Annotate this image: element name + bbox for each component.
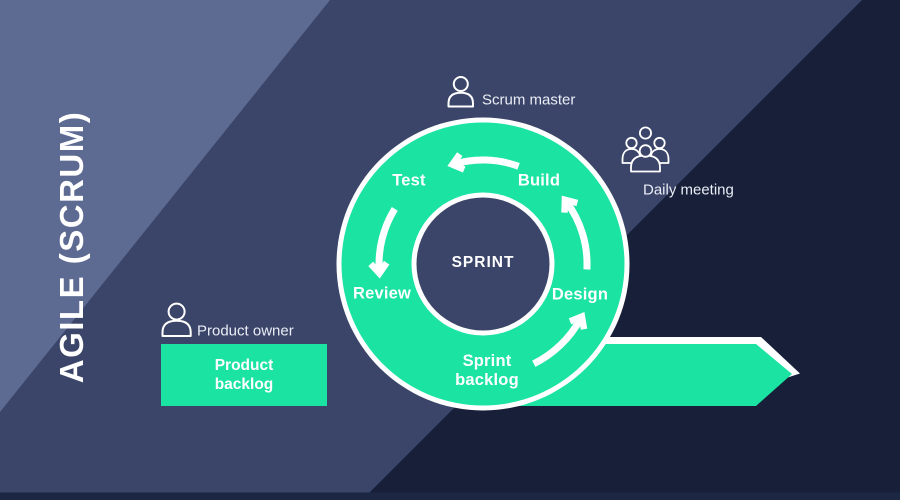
arrow-backlog-to-design — [532, 312, 588, 367]
group-front-head — [638, 144, 653, 158]
arrow-test-to-review — [368, 207, 398, 279]
arrow-design-to-build — [561, 195, 591, 270]
loop-step-test: Test — [392, 171, 426, 190]
scrum-master-label: Scrum master — [482, 91, 576, 109]
background-light-triangle — [0, 0, 330, 412]
arrow-build-to-test — [447, 152, 520, 173]
cycle-arrows — [368, 152, 591, 367]
group-front-body — [630, 154, 661, 173]
daily-meeting-label: Daily meeting — [643, 181, 734, 199]
product-backlog-line1: Product — [214, 357, 274, 374]
person-icon — [161, 302, 192, 337]
loop-step-review: Review — [352, 284, 412, 303]
product-backlog-box: Product backlog — [161, 344, 327, 406]
group-right-head — [653, 136, 666, 150]
loop-step-design: Design — [551, 285, 609, 304]
group-left-head — [625, 136, 638, 150]
sprint-loop — [336, 117, 630, 411]
sprint-center-label: SPRINT — [451, 254, 515, 271]
sprint-backlog-line2: backlog — [455, 371, 519, 389]
person-body — [447, 91, 474, 108]
person-head — [452, 76, 469, 92]
page-title: AGILE (SCRUM) — [53, 110, 90, 384]
person-body — [161, 319, 192, 337]
product-backlog-line2: backlog — [214, 376, 274, 393]
loop-step-sprint-backlog: Sprint backlog — [432, 352, 542, 390]
group-back-head — [639, 126, 653, 140]
sprint-backlog-line1: Sprint — [462, 352, 512, 370]
product-owner-label: Product owner — [197, 322, 294, 340]
group-icon — [621, 126, 670, 173]
background-bottom-strip — [0, 492, 900, 500]
loop-green-ring — [341, 122, 625, 406]
person-head — [167, 302, 186, 321]
person-icon — [447, 76, 474, 108]
loop-step-build: Build — [517, 171, 561, 190]
